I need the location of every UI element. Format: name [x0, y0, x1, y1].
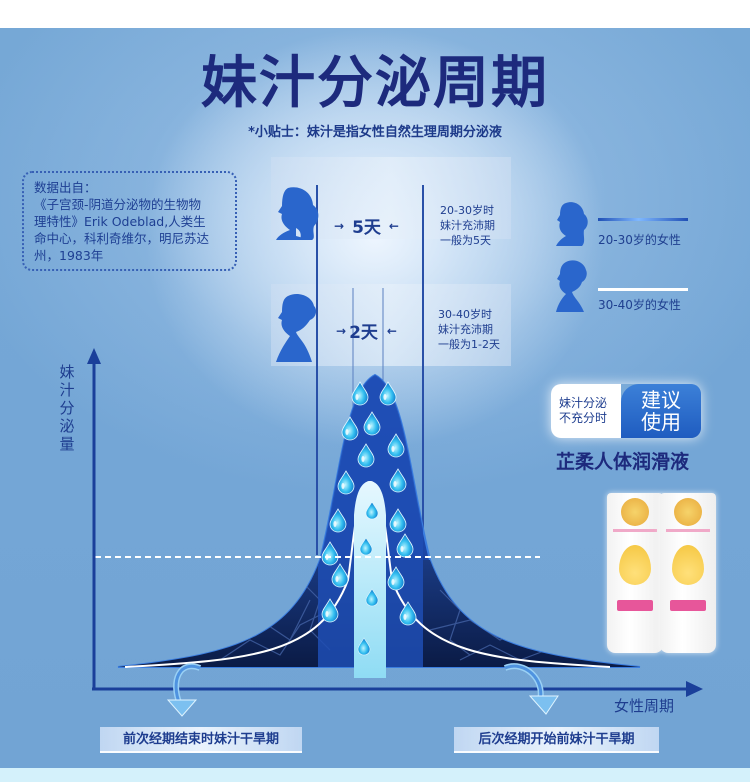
arrow-left-icon: ←: [386, 323, 397, 338]
days-value: 5天: [352, 218, 381, 238]
legend-line-20-30: [598, 218, 688, 221]
woman-ponytail-silhouette-icon: [276, 187, 319, 240]
arrow-left-icon: ←: [388, 218, 399, 233]
y-axis-label: 妹 汁 分 泌 量: [58, 363, 76, 453]
badge-line: 妹汁分泌: [559, 396, 608, 410]
desc-line: 一般为5天: [440, 234, 491, 247]
desc-line: 妹汁充沛期: [440, 219, 495, 232]
y-label-char: 量: [59, 435, 75, 453]
duration-30-40: → 2天 ←: [336, 318, 397, 343]
source-line: 理特性》Erik Odeblad,人类生: [34, 214, 206, 229]
badge-recommend: 建议 使用: [621, 384, 701, 438]
bottom-strip: [0, 768, 750, 782]
arrow-right-icon: →: [334, 218, 345, 233]
tip-text: *小贴士：妹汁是指女性自然生理周期分泌液: [248, 125, 502, 140]
badge-line: 使用: [641, 410, 681, 434]
page-title: 妹汁分泌周期: [201, 51, 549, 116]
product-name: 芷柔人体润滑液: [556, 451, 690, 473]
data-source-box: 数据出自： 《子宫颈-阴道分泌物的生物物 理特性》Erik Odeblad,人类…: [22, 171, 237, 271]
caption-next-period-dry: 后次经期开始前妹汁干旱期: [454, 727, 659, 753]
badge-condition: 妹汁分泌 不充分时: [551, 384, 621, 438]
x-axis-label: 女性周期: [614, 697, 675, 715]
y-label-char: 妹: [59, 363, 75, 381]
badge-line: 建议: [641, 388, 681, 412]
arrow-right-icon: →: [336, 323, 347, 338]
legend-line-30-40: [598, 288, 688, 291]
source-line: 州，1983年: [34, 248, 104, 263]
source-line: 命中心，科利奇维尔，明尼苏达: [34, 231, 210, 246]
x-axis-arrow-icon: [686, 681, 703, 697]
duration-20-30: → 5天 ←: [334, 213, 399, 238]
panel-desc-20-30: 20-30岁时 妹汁充沛期 一般为5天: [440, 203, 495, 248]
curved-arrow-right-icon: [503, 663, 559, 715]
days-value: 2天: [349, 323, 378, 343]
panel-desc-30-40: 30-40岁时 妹汁充沛期 一般为1-2天: [438, 307, 500, 352]
desc-line: 20-30岁时: [440, 204, 494, 217]
legend-label-30-40: 30-40岁的女性: [598, 298, 681, 312]
badge-line: 不充分时: [559, 411, 608, 425]
legend-bun-icon: [556, 260, 587, 312]
desc-line: 一般为1-2天: [438, 338, 500, 351]
product-tube-image: [660, 493, 716, 653]
curved-arrow-left-icon: [166, 663, 202, 717]
desc-line: 30-40岁时: [438, 308, 492, 321]
inner-bell-column: [354, 481, 386, 678]
y-axis-arrow-icon: [87, 348, 101, 364]
source-line: 《子宫颈-阴道分泌物的生物物: [34, 197, 202, 212]
legend-label-20-30: 20-30岁的女性: [598, 233, 681, 247]
y-label-char: 汁: [59, 381, 75, 399]
desc-line: 妹汁充沛期: [438, 323, 493, 336]
legend-ponytail-icon: [556, 202, 588, 246]
recommend-badge: 妹汁分泌 不充分时 建议 使用: [551, 384, 701, 438]
woman-bun-silhouette-icon: [276, 294, 317, 362]
caption-prev-period-dry: 前次经期结束时妹汁干旱期: [100, 727, 302, 753]
age-panel-30-40: [271, 284, 511, 366]
y-label-char: 分: [59, 399, 75, 417]
y-label-char: 泌: [59, 417, 75, 435]
source-line: 数据出自：: [34, 180, 97, 195]
product-tube-image: [607, 493, 663, 653]
